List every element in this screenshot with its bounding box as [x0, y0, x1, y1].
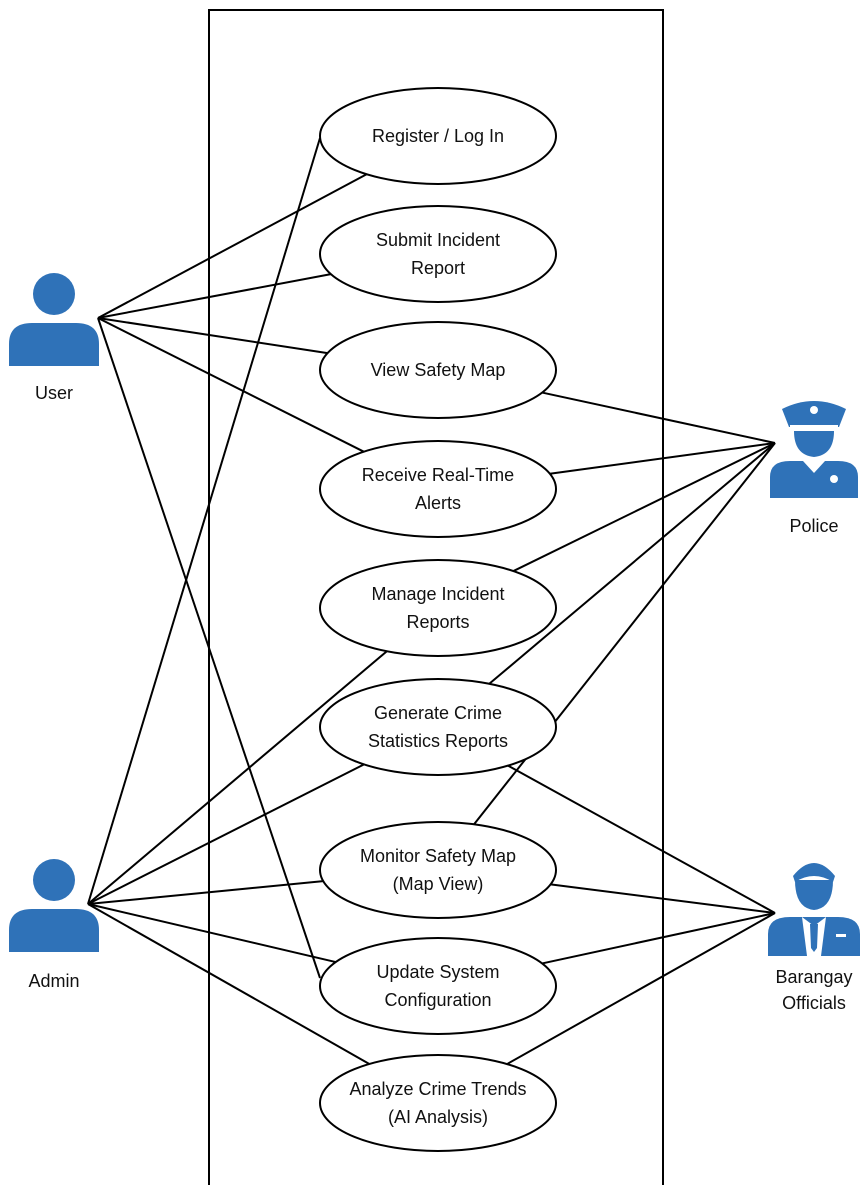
actor-label: Barangay	[775, 967, 852, 987]
use-case-label: Configuration	[384, 990, 491, 1010]
use-case-label: Analyze Crime Trends	[349, 1079, 526, 1099]
use-case-ellipse[interactable]	[319, 937, 557, 1035]
association-line-user-submit	[97, 273, 332, 319]
use-case-ellipse[interactable]	[319, 440, 557, 538]
use-case-label: Statistics Reports	[368, 731, 508, 751]
association-line-police-alerts	[549, 442, 776, 475]
use-case-ellipse[interactable]	[319, 559, 557, 657]
use-case-label: Register / Log In	[372, 126, 504, 146]
actor-label: User	[35, 383, 73, 403]
use-case-label: Report	[411, 258, 465, 278]
use-case-label: View Safety Map	[371, 360, 506, 380]
use-case-label: Receive Real-Time	[362, 465, 514, 485]
official-icon	[768, 863, 860, 956]
association-line-admin-register	[87, 137, 321, 905]
actor-user: User	[9, 273, 99, 403]
use-case-trends[interactable]: Analyze Crime Trends (AI Analysis)	[319, 1054, 557, 1152]
association-line-barangay-monitor	[550, 883, 776, 914]
association-line-user-config	[97, 317, 321, 979]
association-line-admin-stats	[87, 763, 365, 905]
use-case-viewmap[interactable]: View Safety Map	[319, 321, 557, 419]
association-line-barangay-config	[541, 912, 776, 965]
use-case-monitor[interactable]: Monitor Safety Map (Map View)	[319, 821, 557, 919]
use-case-ellipse[interactable]	[319, 205, 557, 303]
use-case-label: Reports	[406, 612, 469, 632]
system-boundary	[208, 9, 664, 1185]
use-cases: Register / Log In Submit IncidentReportVi…	[319, 87, 557, 1152]
actor-police: Police	[770, 401, 858, 536]
person-icon	[9, 273, 99, 366]
association-line-user-viewmap	[97, 317, 328, 355]
use-case-register[interactable]: Register / Log In	[319, 87, 557, 185]
association-line-user-register	[97, 173, 368, 319]
use-case-label: Alerts	[415, 493, 461, 513]
actor-label: Police	[789, 516, 838, 536]
use-case-label: (Map View)	[393, 874, 484, 894]
use-case-label: (AI Analysis)	[388, 1107, 488, 1127]
association-line-admin-trends	[87, 903, 370, 1065]
associations	[87, 137, 776, 1065]
association-line-admin-config	[87, 903, 336, 964]
person-icon	[9, 859, 99, 952]
use-case-label: Generate Crime	[374, 703, 502, 723]
use-case-label: Submit Incident	[376, 230, 500, 250]
use-case-ellipse[interactable]	[319, 678, 557, 776]
actor-admin: Admin	[9, 859, 99, 991]
association-line-police-viewmap	[541, 391, 776, 444]
association-line-barangay-stats	[507, 764, 776, 914]
use-case-ellipse[interactable]	[319, 821, 557, 919]
association-line-police-stats	[488, 442, 776, 685]
use-case-ellipse[interactable]	[319, 321, 557, 419]
association-line-user-alerts	[97, 317, 365, 453]
police-officer-icon	[770, 401, 858, 498]
use-case-label: Manage Incident	[371, 584, 504, 604]
association-line-admin-manage	[87, 650, 388, 905]
use-case-label: Update System	[376, 962, 499, 982]
association-line-barangay-trends	[506, 912, 776, 1065]
actor-label: Officials	[782, 993, 846, 1013]
association-line-admin-monitor	[87, 880, 324, 905]
actor-label: Admin	[28, 971, 79, 991]
use-case-ellipse[interactable]	[319, 87, 557, 185]
use-case-ellipse[interactable]	[319, 1054, 557, 1152]
use-case-label: Monitor Safety Map	[360, 846, 516, 866]
association-line-police-manage	[512, 442, 776, 572]
